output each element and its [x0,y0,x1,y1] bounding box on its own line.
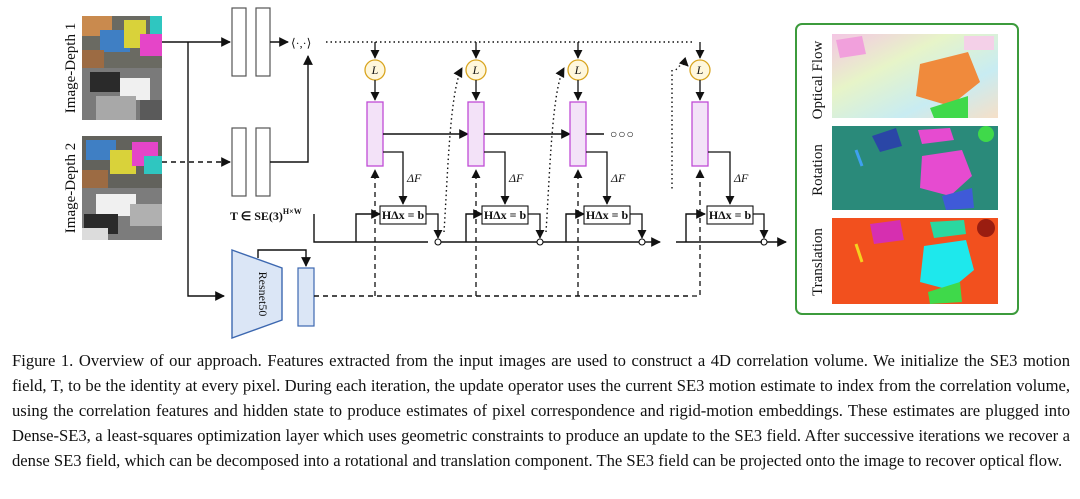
svg-text:ΔF: ΔF [733,171,749,185]
output-label-rotation: Rotation [810,144,826,196]
method-overview-figure: Image-Depth 1 Image-Depth 2 ⟨·,·⟩ Resnet… [63,7,1019,339]
update-operator [366,101,384,167]
init-field-label: T ∈ SE(3)H×W [230,207,302,223]
feature-encoder-1 [231,7,271,77]
svg-text:HΔx = b: HΔx = b [586,208,629,222]
svg-text:ΔF: ΔF [406,171,422,185]
iteration-2: L ΔF HΔx = b [465,42,545,296]
dense-se3-solver [379,205,427,225]
ellipsis: ○○○ [610,127,635,141]
feature-encoder-2 [231,127,271,197]
figure-caption: Figure 1. Overview of our approach. Feat… [12,351,1070,470]
input-label-1: Image-Depth 1 [63,23,79,113]
svg-text:L: L [472,63,480,77]
context-network-label: Resnet50 [256,272,270,317]
svg-text:ΔF: ΔF [508,171,524,185]
svg-text:ΔF: ΔF [610,171,626,185]
input-label-2: Image-Depth 2 [63,143,79,233]
iteration-1: L ΔF HΔx = b [364,42,443,296]
output-label-optical-flow: Optical Flow [810,40,826,119]
svg-text:HΔx = b: HΔx = b [382,208,425,222]
svg-text:L: L [574,63,582,77]
context-network [231,249,283,339]
input-image-depth-1 [82,16,162,120]
svg-text:L: L [696,63,704,77]
svg-text:L: L [371,63,379,77]
svg-text:HΔx = b: HΔx = b [484,208,527,222]
iteration-3: L ΔF HΔx = b [567,42,647,296]
output-label-translation: Translation [810,228,826,296]
iteration-n: L ΔF HΔx = b [675,42,787,297]
translation-map [832,218,998,304]
correlation-symbol: ⟨·,·⟩ [291,36,311,50]
input-image-depth-2 [82,136,162,240]
optical-flow-map [832,34,998,118]
context-feature [297,267,315,327]
rotation-map [832,126,998,210]
svg-text:HΔx = b: HΔx = b [709,208,752,222]
